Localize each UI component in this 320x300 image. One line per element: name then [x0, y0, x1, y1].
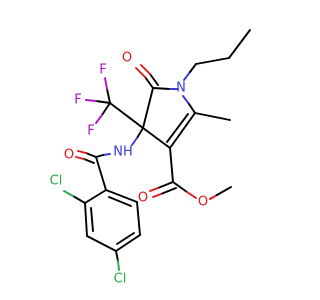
bond-ester-co-d — [152, 193, 162, 198]
bond-ar-inner-2 — [116, 232, 135, 245]
atom-o-amide: O — [64, 148, 74, 163]
atom-labels: O N F F F NH O O O Cl Cl — [50, 51, 208, 287]
atom-f-bottom: F — [87, 124, 94, 139]
bond-ar-cl-ortho-b — [63, 190, 74, 197]
atom-cl-para: Cl — [114, 272, 127, 287]
atom-f-top: F — [99, 63, 106, 78]
bond-amide-co-b — [77, 150, 87, 154]
bond-cf3-f-left-a — [95, 100, 111, 104]
bond-amide-co-d — [75, 156, 85, 160]
dichlorophenyl-ring — [84, 189, 141, 252]
bond-cf3-f-left-b — [85, 99, 97, 102]
bond-ar-inner-3 — [108, 196, 132, 207]
bond-c4-nh-a — [136, 127, 144, 139]
bond-ester-co-a — [157, 181, 174, 189]
bond-n1-c2b — [188, 103, 196, 114]
bond-c4-nh-b — [131, 137, 138, 146]
bond-cf3-f-top-b — [104, 77, 108, 90]
bond-ar-2 — [84, 202, 88, 237]
bond-ar-cl-para-b — [117, 260, 120, 271]
atom-o-ring: O — [122, 51, 132, 66]
bond-nh-amide-c-b — [95, 154, 104, 158]
bond-c5-o-a — [144, 76, 154, 89]
bond-ester-ome-a — [209, 194, 218, 200]
bond-propyl-3 — [228, 29, 251, 59]
bond-amide-co-c — [83, 158, 95, 164]
structure-diagram: O N F F F NH O O O Cl Cl — [50, 29, 251, 287]
bond-ester-co-c — [160, 187, 177, 195]
bond-cf3-f-bottom-a — [101, 102, 111, 116]
bond-ar-1 — [84, 189, 107, 204]
bond-c5-n1 — [152, 87, 171, 90]
bond-n1-c2a — [182, 95, 190, 105]
bond-c3-c4 — [142, 127, 171, 149]
bond-o-c5-a — [135, 67, 146, 78]
bond-c5-c4 — [142, 87, 154, 129]
pyrrolinone-ring — [142, 87, 196, 149]
bond-n-propyl — [183, 71, 191, 81]
bond-c4-cf3 — [109, 102, 144, 129]
bond-ar-cl-para-a — [115, 250, 119, 262]
bond-c3-ester-c — [169, 147, 174, 183]
bond-ar-5 — [136, 201, 141, 236]
bond-amide-co-a — [85, 152, 97, 158]
bond-c5-o-b — [149, 73, 159, 86]
bond-ar-3 — [86, 235, 117, 252]
atom-cl-ortho: Cl — [50, 174, 63, 189]
bond-propyl-2 — [195, 57, 230, 65]
atom-n-ring: N — [176, 81, 186, 96]
bond-o-c5-b — [140, 64, 151, 75]
bond-ar-6 — [105, 189, 138, 203]
atom-o-ester-carbonyl: O — [138, 191, 148, 206]
atom-f-left: F — [74, 93, 81, 108]
bond-ar-inner-1 — [90, 207, 94, 232]
bond-c2-c3 — [169, 112, 196, 149]
bond-ester-o-b — [186, 191, 197, 199]
bond-methyl — [194, 112, 231, 121]
atom-o-ester: O — [198, 195, 208, 210]
bond-propyl-1 — [189, 63, 197, 73]
bond-ester-co-b — [149, 187, 159, 192]
bond-amide-aryl — [95, 156, 107, 191]
bond-cf3-f-bottom-b — [95, 114, 103, 124]
bond-ar-4 — [115, 234, 141, 252]
bond-c2-c3-double — [166, 113, 189, 143]
bond-ar-cl-ortho-a — [72, 195, 86, 204]
atom-nh: NH — [113, 145, 133, 160]
bond-ester-o-a — [172, 181, 188, 193]
bond-nh-amide-c-a — [102, 153, 111, 156]
bond-ester-ome-b — [216, 186, 232, 196]
bond-cf3-f-top-a — [106, 88, 111, 104]
